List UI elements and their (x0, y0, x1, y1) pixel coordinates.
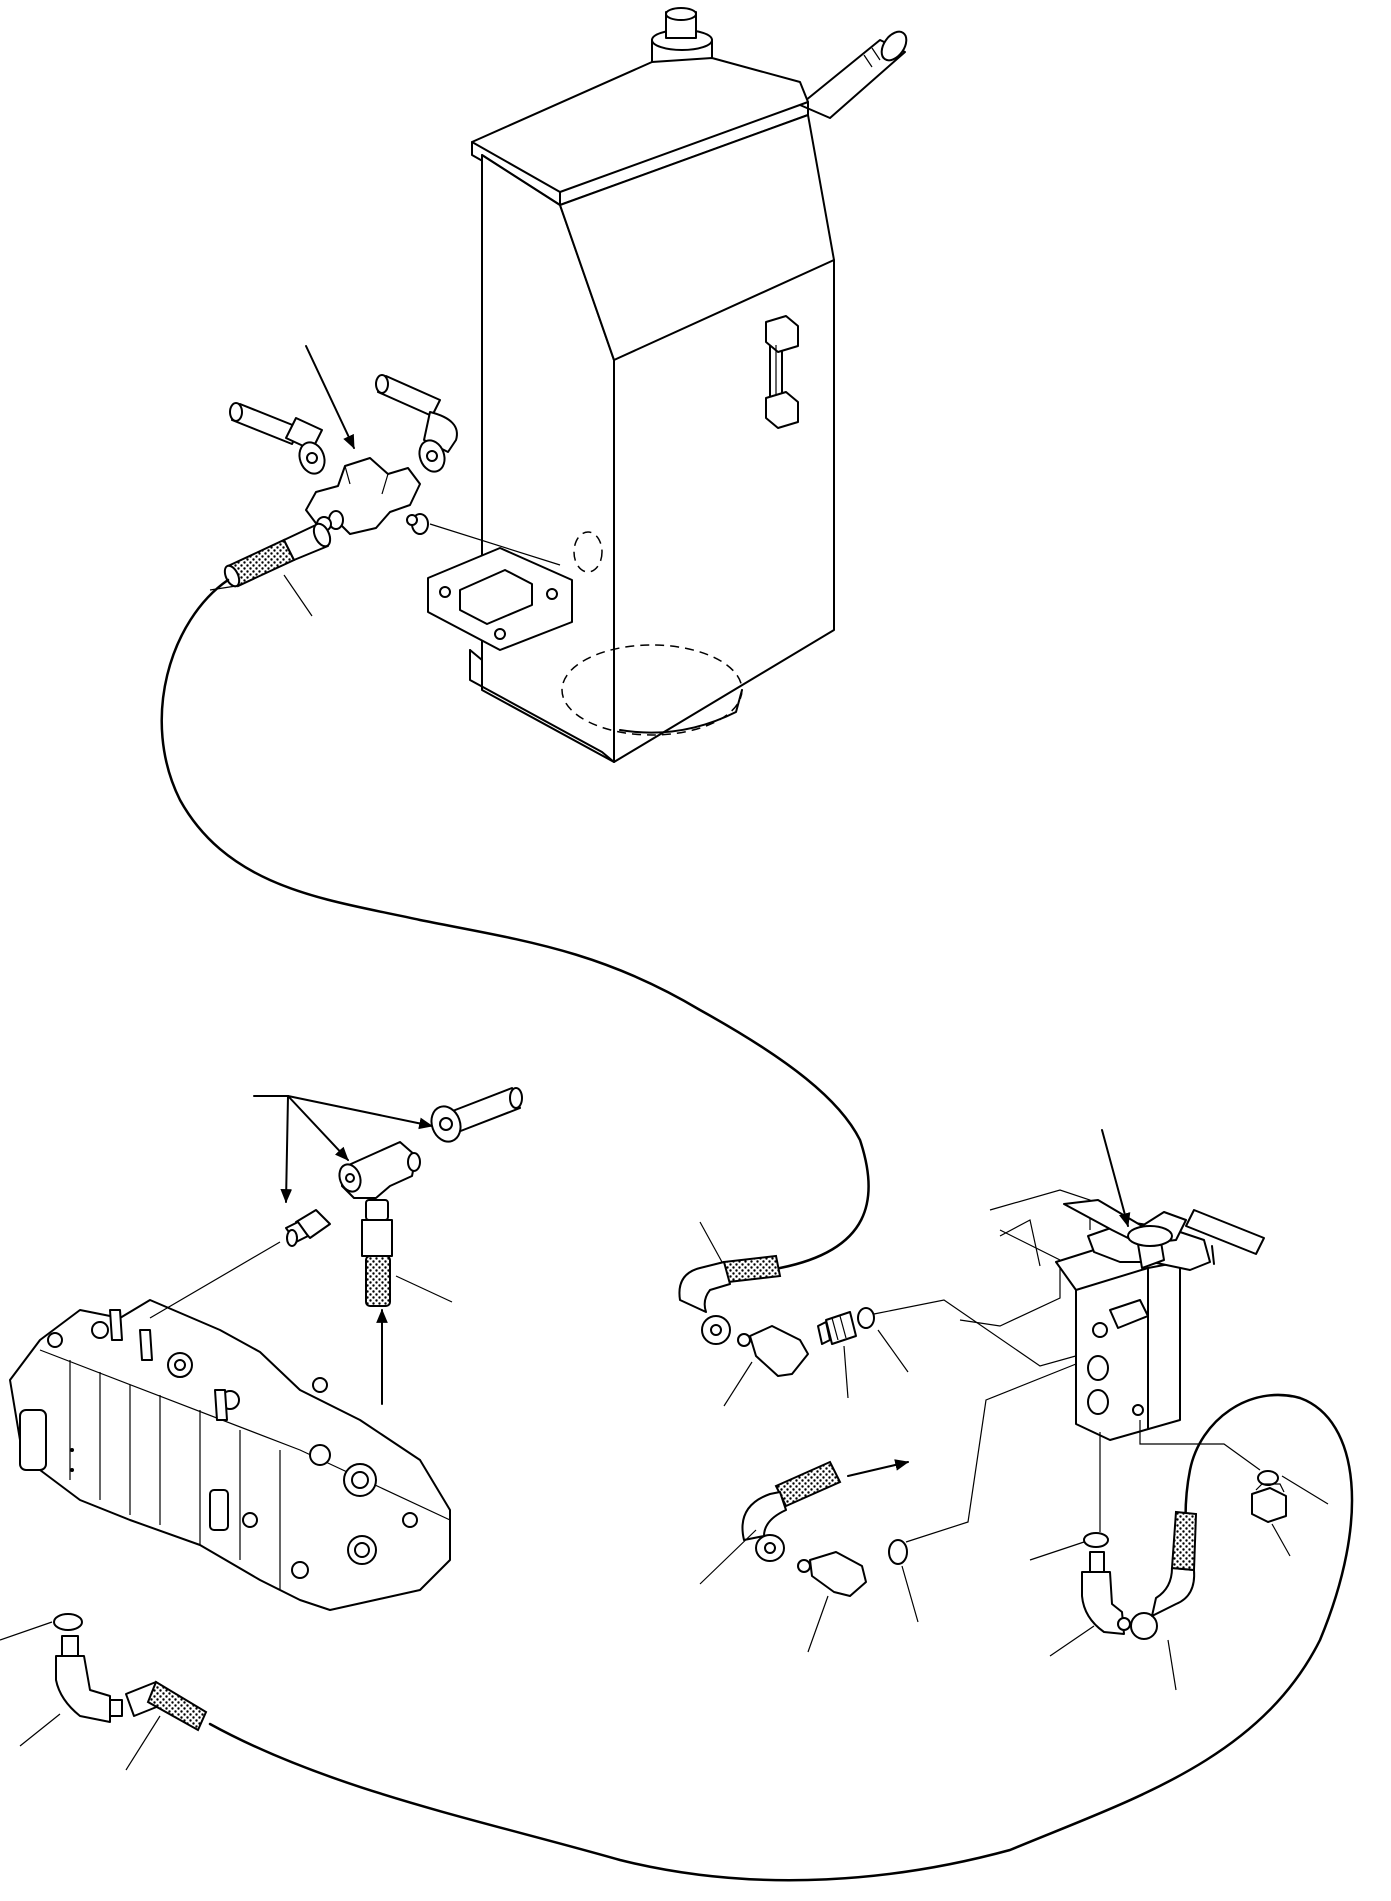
valve-bottom-fittings (0, 1393, 1354, 1882)
sight-gauge-icon (765, 315, 799, 429)
o-ring-icon (857, 1307, 875, 1329)
plug-icon (1251, 1487, 1287, 1523)
elbow-icon (809, 1551, 867, 1597)
control-valve-block (9, 1299, 451, 1611)
hydraulic-tank (427, 7, 908, 763)
o-ring-icon (888, 1539, 908, 1565)
return-fittings (699, 1359, 1087, 1653)
selector-valve (959, 1129, 1265, 1441)
leader-lines (209, 585, 237, 591)
hose-end-tank (223, 522, 332, 617)
o-ring-icon (53, 1613, 83, 1631)
selector-bottom-fittings (1029, 1420, 1329, 1691)
elbow-icon (749, 1325, 809, 1377)
elbow-icon (1081, 1571, 1125, 1635)
hose-tank-to-valve (160, 578, 870, 1270)
o-ring-icon (1257, 1470, 1279, 1486)
tee-fitting (149, 1087, 523, 1405)
elbow-icon (55, 1655, 111, 1723)
o-ring-icon (1083, 1532, 1109, 1548)
valve-inlet-fittings (678, 1221, 1091, 1407)
cross-fitting (229, 345, 561, 566)
